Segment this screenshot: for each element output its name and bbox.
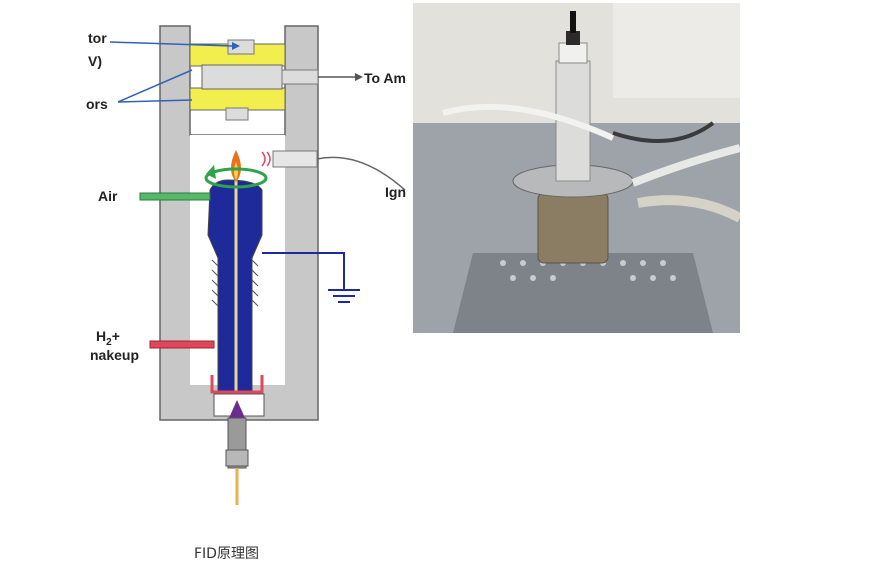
collector-tube-bottom bbox=[225, 107, 249, 121]
photo-connector bbox=[566, 31, 580, 45]
jet-seal bbox=[210, 375, 264, 394]
collector-pointer bbox=[109, 41, 233, 47]
igniter-coil bbox=[261, 151, 271, 167]
h2-symbol: H bbox=[96, 328, 107, 344]
air-swirl-arrowhead bbox=[206, 165, 216, 179]
h2-label: H2+ bbox=[96, 328, 120, 348]
h2-plus: + bbox=[111, 328, 120, 344]
h2-subscript: 2 bbox=[106, 336, 112, 348]
figure-caption: FID原理图 bbox=[194, 546, 259, 562]
air-swirl bbox=[204, 167, 268, 189]
photo-igniter-tip bbox=[570, 11, 576, 33]
insulators-label: ors bbox=[86, 96, 108, 112]
insulator-pointer-1 bbox=[117, 69, 193, 103]
photo-cable-3 bbox=[442, 103, 615, 141]
collector-voltage-label: V) bbox=[88, 53, 102, 69]
photo-tower-cap bbox=[558, 42, 588, 64]
ground-wire bbox=[262, 252, 345, 290]
column-inlet bbox=[229, 400, 245, 418]
to-amp-arrowhead bbox=[355, 73, 363, 81]
output-connector bbox=[281, 69, 319, 85]
collector-electrode bbox=[201, 64, 283, 90]
collector-label: tor bbox=[88, 30, 107, 46]
photo-cable-1 bbox=[631, 144, 740, 187]
h2-inlet bbox=[149, 340, 215, 349]
column-nut bbox=[225, 449, 249, 467]
igniter-body bbox=[272, 150, 318, 168]
insulator-pointer-2 bbox=[117, 99, 193, 103]
igniter-wire bbox=[316, 156, 406, 191]
photo-tower-base bbox=[537, 192, 609, 264]
air-label: Air bbox=[98, 188, 118, 204]
makeup-label: nakeup bbox=[90, 347, 140, 363]
photo-panel bbox=[613, 3, 740, 98]
collector-tube bbox=[227, 39, 255, 55]
igniter-label: Ign bbox=[385, 184, 406, 200]
photo-cable-2 bbox=[637, 195, 740, 223]
to-amp-label: To Am bbox=[364, 70, 406, 86]
fid-photo bbox=[413, 3, 740, 333]
fid-schematic bbox=[109, 25, 406, 505]
collector-lower bbox=[189, 87, 286, 111]
collector-pointer-head bbox=[232, 42, 240, 50]
photo-cable-4 bbox=[612, 121, 715, 143]
jet-threads bbox=[211, 259, 259, 307]
air-inlet bbox=[139, 192, 211, 201]
photo-grate bbox=[453, 253, 713, 333]
flame-core bbox=[234, 162, 238, 180]
